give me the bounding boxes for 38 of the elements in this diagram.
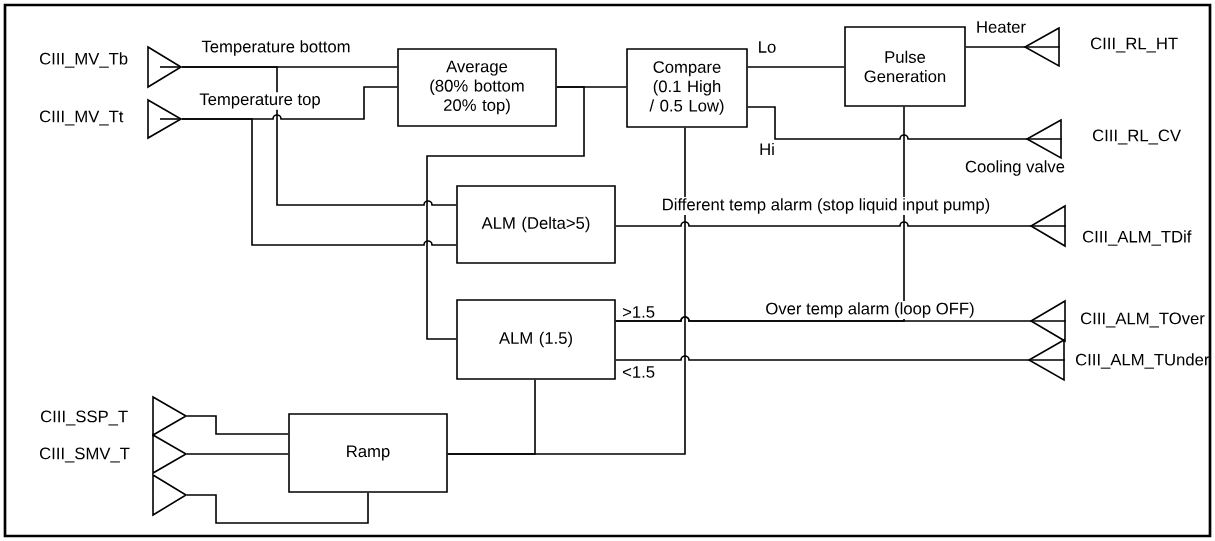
signal-label: CIII_SMV_T <box>40 447 130 463</box>
signal-label: CIII_MV_Tt <box>40 110 124 126</box>
signal-label: CIII_ALM_TOver <box>1080 312 1205 328</box>
signal-label: CIII_ALM_TUnder <box>1075 353 1210 369</box>
edge-label: Heater <box>974 19 1028 35</box>
edge-label: Lo <box>756 39 778 55</box>
edge-label: Over temp alarm (loop OFF) <box>764 300 976 320</box>
connector-line <box>747 106 1063 140</box>
connector-line <box>447 127 686 455</box>
connector-line <box>181 66 457 206</box>
edge-label: Hi <box>757 141 777 157</box>
signal-label: >1.5 <box>622 306 655 318</box>
edge-label: Temperature bottom <box>200 38 352 58</box>
edge-label: Temperature top <box>198 92 322 110</box>
signal-label: Cooling valve <box>965 160 1065 176</box>
connector-line <box>181 118 457 246</box>
signal-label: <1.5 <box>622 366 655 378</box>
connector-line <box>426 86 585 340</box>
block-box: Average (80% bottom 20% top) <box>397 48 557 127</box>
signal-label: CIII_RL_HT <box>1090 37 1178 53</box>
block-box: Pulse Generation <box>844 26 966 107</box>
connector-line <box>615 221 1067 227</box>
connector-line <box>615 106 905 322</box>
block-box: Ramp <box>288 413 448 493</box>
connector-line <box>965 46 1061 48</box>
block-box: Compare (0.1 High / 0.5 Low) <box>626 48 748 128</box>
connector-line <box>747 66 845 68</box>
signal-label: CIII_ALM_TDif <box>1082 230 1192 246</box>
block-box: ALM (Delta>5) <box>456 185 616 264</box>
edge-label: Different temp alarm (stop liquid input pump) <box>660 196 992 216</box>
connector-line <box>615 355 1066 361</box>
connector-line <box>186 453 289 455</box>
signal-label: CIII_MV_Tb <box>40 52 128 68</box>
signal-label: CIII_RL_CV <box>1092 129 1181 145</box>
connector-line <box>186 415 289 435</box>
signal-label: CIII_SSP_T <box>41 410 128 426</box>
connector-line <box>186 492 369 524</box>
block-box: ALM (1.5) <box>456 299 616 380</box>
